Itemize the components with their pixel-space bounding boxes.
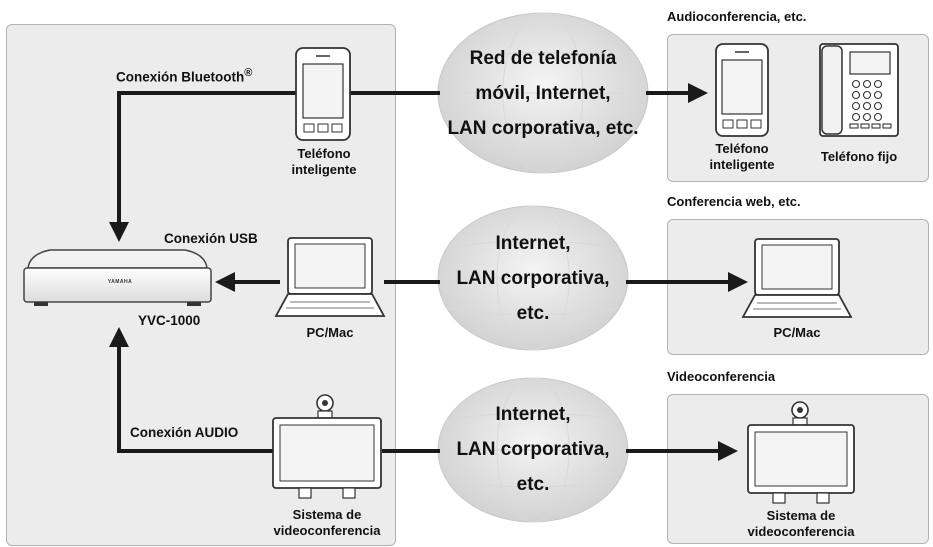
remote-vc-system-label-line2: videoconferencia <box>747 524 855 539</box>
remote-smartphone-label-line2: inteligente <box>709 157 775 172</box>
cloud-internet-web <box>437 205 629 351</box>
cloud-internet-video <box>437 377 629 523</box>
cloud-text-line: móvil, Internet, <box>475 83 611 104</box>
device-name-label: YVC-1000 <box>138 313 201 328</box>
remote-vc-system-label-line1: Sistema de <box>766 508 836 523</box>
videoconference-system-icon <box>272 394 382 499</box>
laptop-icon <box>274 237 386 317</box>
vc-system-label-line1: Sistema de <box>292 507 362 522</box>
landline-phone-label: Teléfono fijo <box>820 149 898 164</box>
cloud-text-line: LAN corporativa, <box>456 439 610 460</box>
bluetooth-connection-label: Conexión Bluetooth® <box>116 67 252 85</box>
audio-connection-label: Conexión AUDIO <box>130 425 239 440</box>
smartphone-label: Teléfono inteligente <box>274 146 374 178</box>
remote-smartphone-label: Teléfono inteligente <box>692 141 792 173</box>
remote-videoconference-system-icon <box>747 401 855 504</box>
pc-mac-label: PC/Mac <box>306 325 354 340</box>
connection-lines <box>109 83 748 461</box>
vc-system-label: Sistema de videoconferencia <box>262 507 392 539</box>
bluetooth-label-text: Conexión Bluetooth <box>116 69 245 85</box>
registered-mark: ® <box>244 67 253 79</box>
cloud-mobile-network-text: Red de telefonía móvil, Internet, LAN co… <box>433 41 653 146</box>
videoconference-title: Videoconferencia <box>667 369 776 384</box>
cloud-text-line: etc. <box>516 303 550 324</box>
remote-smartphone-icon <box>715 43 769 137</box>
remote-pc-mac-label: PC/Mac <box>773 325 821 340</box>
cloud-text-line: LAN corporativa, <box>456 268 610 289</box>
remote-vc-system-label: Sistema de videoconferencia <box>736 508 866 540</box>
webconference-title: Conferencia web, etc. <box>667 194 801 209</box>
remote-smartphone-label-line1: Teléfono <box>715 141 769 156</box>
cloud-text-line: Internet, <box>495 233 571 254</box>
yvc-1000-device-icon <box>23 249 212 306</box>
landline-phone-icon <box>819 43 899 137</box>
vc-system-label-line2: videoconferencia <box>273 523 381 538</box>
cloud-mobile-network <box>437 12 649 174</box>
cloud-text-line: LAN corporativa, etc. <box>447 118 639 139</box>
cloud-text-line: etc. <box>516 474 550 495</box>
smartphone-label-line2: inteligente <box>291 162 357 177</box>
yamaha-logo: YAMAHA <box>107 279 133 285</box>
smartphone-label-line1: Teléfono <box>297 146 351 161</box>
cloud-internet-video-text: Internet, LAN corporativa, etc. <box>433 397 633 502</box>
remote-laptop-icon <box>741 238 853 318</box>
cloud-text-line: Internet, <box>495 404 571 425</box>
cloud-internet-web-text: Internet, LAN corporativa, etc. <box>433 226 633 331</box>
cloud-text-line: Red de telefonía <box>469 48 617 69</box>
smartphone-icon <box>295 47 351 141</box>
audioconference-title: Audioconferencia, etc. <box>667 9 807 24</box>
usb-connection-label: Conexión USB <box>164 231 258 246</box>
